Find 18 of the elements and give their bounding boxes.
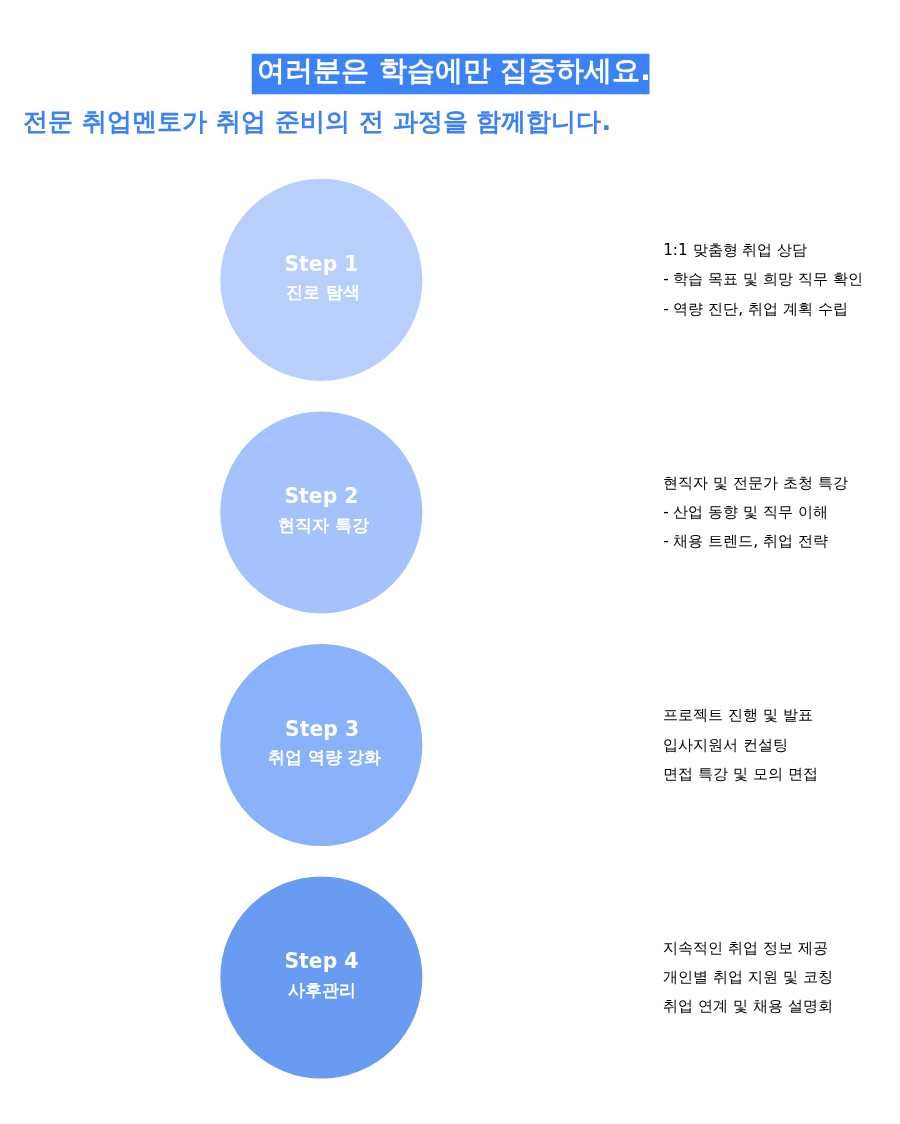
node-label: 개인별 취업 지원 및 코칭 [663, 968, 833, 987]
node-label: 면접 특강 및 모의 면접 [663, 764, 818, 783]
node-label: 지속적인 취업 정보 제공 [663, 938, 828, 957]
node-circle: Step 1 진로 탐색 [220, 178, 423, 381]
node-label: - 학습 목표 및 희망 직무 확인 [663, 270, 863, 289]
diagram-title: 여러분은 학습에만 집중하세요. [256, 53, 651, 87]
node-label: - 채용 트렌드, 취업 전략 [663, 532, 828, 551]
node-circle: Step 2 현직자 특강 [220, 411, 423, 614]
node-label: 입사지원서 컨설팅 [663, 735, 789, 754]
node-label: - 역량 진단, 취업 계획 수립 [663, 299, 848, 318]
node-label: - 산업 동향 및 직무 이해 [663, 503, 828, 522]
node-label: 프로젝트 진행 및 발표 [663, 706, 813, 725]
node-label: 1:1 맞춤형 취업 상담 [663, 241, 808, 260]
label: 전문 취업멘토가 취업 준비의 전 과정을 함께합니다. [23, 105, 612, 136]
node-label: 취업 연계 및 채용 설명회 [663, 997, 833, 1016]
node-label: 현직자 및 전문가 초청 특강 [663, 473, 848, 492]
node-circle: Step 4 사후관리 [220, 876, 423, 1079]
node-circle: Step 3 취업 역량 강화 [220, 643, 423, 846]
